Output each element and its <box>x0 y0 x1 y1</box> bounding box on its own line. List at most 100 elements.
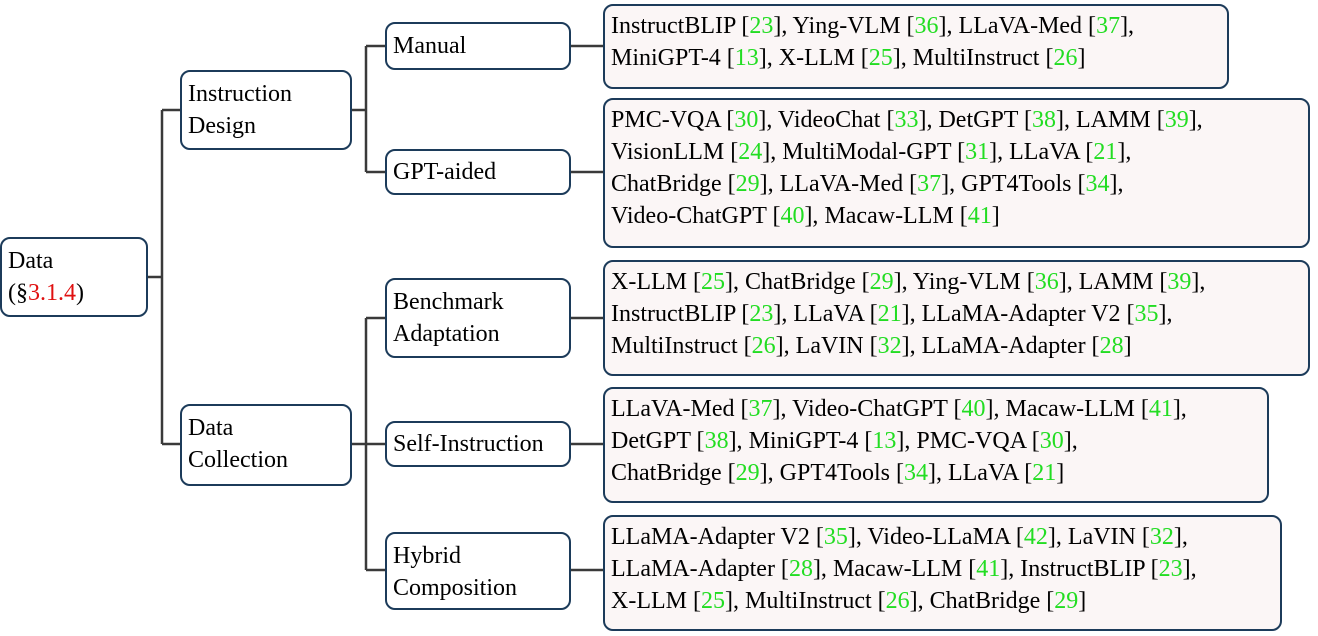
citation-ref: 35 <box>823 524 848 550</box>
leaf-line: ChatBridge [29], LLaVA-Med [37], GPT4Too… <box>611 168 1302 200</box>
citation-ref: 38 <box>704 428 729 454</box>
citation-ref: 33 <box>894 107 919 133</box>
node-hybrid-composition: Hybrid Composition <box>385 532 571 610</box>
node-label-line1: Data <box>188 415 234 441</box>
citation-close: ], <box>985 396 1006 422</box>
citation-close: ], <box>758 107 778 133</box>
citation-ref: 29 <box>869 269 894 295</box>
node-self-instruction: Self-Instruction <box>385 421 571 467</box>
citation-ref: 41 <box>1148 396 1173 422</box>
method-name: Macaw-LLM [ <box>824 203 968 229</box>
root-section-ref: (§3.1.4) <box>8 280 84 306</box>
method-name: Macaw-LLM [ <box>1005 396 1149 422</box>
citation-close: ], <box>1117 139 1132 165</box>
citation-close: ], <box>762 139 783 165</box>
method-name: MultiInstruct [ <box>912 45 1054 71</box>
method-name: MiniGPT-4 [ <box>611 45 735 71</box>
citation-ref: 35 <box>1134 301 1159 327</box>
citation-ref: 24 <box>738 139 763 165</box>
leaf-gpt-aided-methods: PMC-VQA [30], VideoChat [33], DetGPT [38… <box>603 98 1310 248</box>
method-name: VideoChat [ <box>777 107 895 133</box>
leaf-line: VisionLLM [24], MultiModal-GPT [31], LLa… <box>611 136 1302 168</box>
citation-close: ], <box>927 460 948 486</box>
method-name: LAMM [ <box>1078 269 1168 295</box>
citation-ref: 32 <box>877 333 902 359</box>
citation-ref: 40 <box>780 203 805 229</box>
method-name: PMC-VQA [ <box>916 428 1040 454</box>
citation-close: ], <box>909 588 930 614</box>
citation-close: ], <box>1047 524 1068 550</box>
node-gpt-aided: GPT-aided <box>385 149 571 195</box>
method-name: InstructBLIP [ <box>1020 556 1159 582</box>
method-name: InstructBLIP [ <box>611 301 750 327</box>
method-name: VisionLLM [ <box>611 139 739 165</box>
citation-ref: 26 <box>1053 45 1078 71</box>
method-name: LaVIN [ <box>1067 524 1150 550</box>
citation-ref: 41 <box>976 556 1001 582</box>
citation-ref: 34 <box>903 460 928 486</box>
citation-ref: 25 <box>700 269 725 295</box>
node-label-line2: Collection <box>188 447 288 473</box>
citation-close: ], <box>724 269 745 295</box>
leaf-manual-methods: InstructBLIP [23], Ying-VLM [36], LLaVA-… <box>603 4 1229 89</box>
method-name: Macaw-LLM [ <box>832 556 977 582</box>
leaf-line: LLaMA-Adapter [28], Macaw-LLM [41], Inst… <box>611 553 1274 585</box>
citation-close: ], <box>759 171 780 197</box>
citation-close: ], <box>812 556 833 582</box>
method-name: ChatBridge [ <box>929 588 1055 614</box>
method-name: DetGPT [ <box>938 107 1033 133</box>
leaf-line: InstructBLIP [23], LLaVA [21], LLaMA-Ada… <box>611 298 1302 330</box>
method-name: LaVIN [ <box>795 333 878 359</box>
section-number: 3.1.4 <box>28 280 76 306</box>
leaf-benchmark-adaptation-methods: X-LLM [25], ChatBridge [29], Ying-VLM [3… <box>603 260 1310 376</box>
citation-close: ] <box>1123 333 1132 359</box>
citation-close: ] <box>1077 45 1086 71</box>
leaf-line: ChatBridge [29], GPT4Tools [34], LLaVA [… <box>611 457 1261 489</box>
citation-ref: 41 <box>967 203 992 229</box>
method-name: MultiInstruct [ <box>611 333 752 359</box>
citation-close: ], <box>804 203 825 229</box>
node-manual: Manual <box>385 22 571 70</box>
citation-ref: 13 <box>734 45 759 71</box>
citation-ref: 40 <box>961 396 986 422</box>
method-name: Ying-VLM [ <box>912 269 1035 295</box>
citation-close: ], <box>1109 171 1124 197</box>
method-name: ChatBridge [ <box>611 171 736 197</box>
method-name: MultiInstruct [ <box>744 588 886 614</box>
leaf-line: InstructBLIP [23], Ying-VLM [36], LLaVA-… <box>611 10 1221 42</box>
node-label-line1: Instruction <box>188 81 292 107</box>
leaf-line: MultiInstruct [26], LaVIN [32], LLaMA-Ad… <box>611 330 1302 362</box>
node-label-line1: Hybrid <box>393 543 461 569</box>
citation-ref: 23 <box>749 301 774 327</box>
citation-close: ], <box>773 301 794 327</box>
citation-ref: 29 <box>735 171 760 197</box>
leaf-line: PMC-VQA [30], VideoChat [33], DetGPT [38… <box>611 104 1302 136</box>
method-name: LLaVA-Med [ <box>958 13 1097 39</box>
method-name: MiniGPT-4 [ <box>748 428 873 454</box>
citation-ref: 29 <box>735 460 760 486</box>
citation-close: ], <box>1063 428 1078 454</box>
citation-close: ] <box>991 203 1000 229</box>
citation-ref: 31 <box>965 139 990 165</box>
node-label-line1: Manual <box>393 33 467 59</box>
method-name: Video-ChatGPT [ <box>611 203 781 229</box>
method-name: LLaMA-Adapter [ <box>611 556 789 582</box>
citation-close: ], <box>1191 269 1206 295</box>
citation-close: ], <box>759 460 780 486</box>
citation-close: ], <box>893 269 913 295</box>
citation-ref: 23 <box>749 13 774 39</box>
leaf-line: MiniGPT-4 [13], X-LLM [25], MultiInstruc… <box>611 42 1221 74</box>
citation-close: ], <box>1120 13 1135 39</box>
method-name: Video-ChatGPT [ <box>792 396 962 422</box>
method-name: LLaVA [ <box>947 460 1033 486</box>
citation-close: ], <box>901 333 922 359</box>
method-name: Ying-VLM [ <box>792 13 915 39</box>
citation-close: ], <box>918 107 939 133</box>
citation-close: ], <box>775 333 796 359</box>
citation-close: ], <box>989 139 1010 165</box>
node-data-collection: Data Collection <box>180 404 352 486</box>
leaf-line: Video-ChatGPT [40], Macaw-LLM [41] <box>611 200 1302 232</box>
citation-ref: 21 <box>1093 139 1118 165</box>
root-title: Data <box>8 248 54 274</box>
